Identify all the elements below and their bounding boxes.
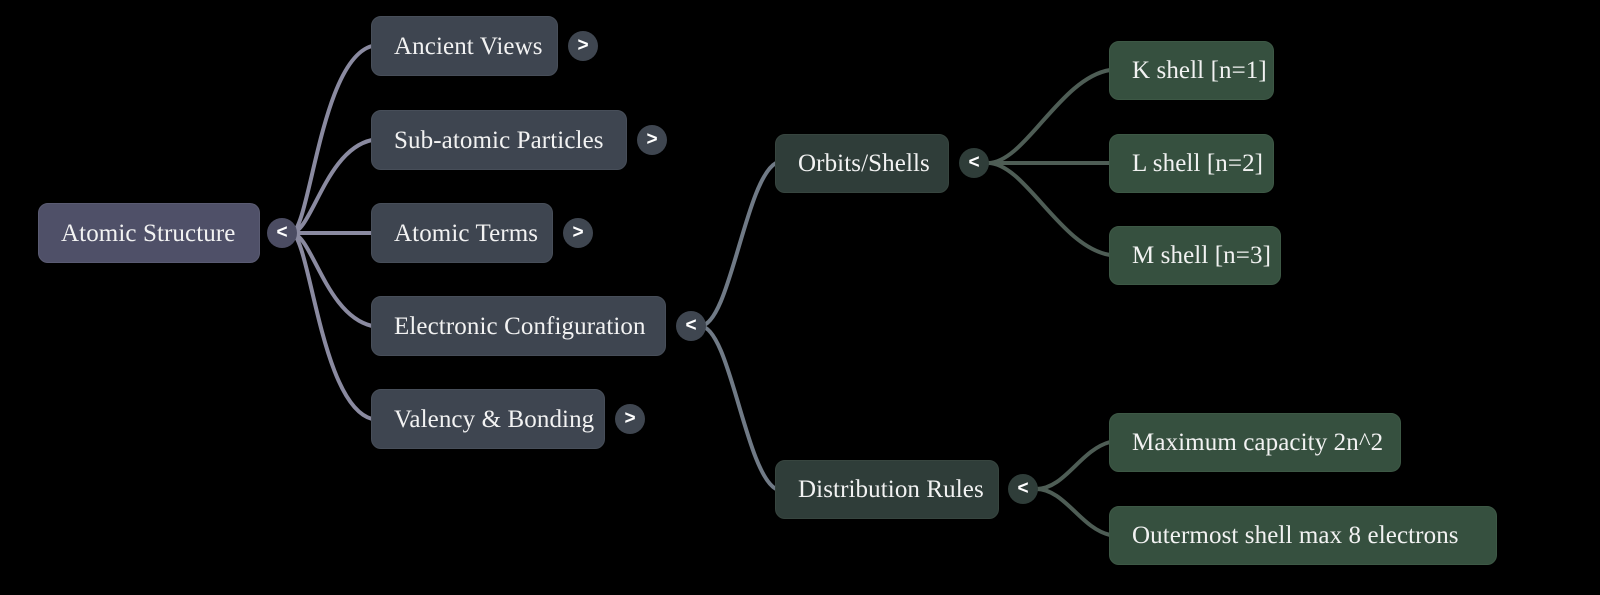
toggle-distribution-rules[interactable]: < bbox=[1008, 474, 1038, 504]
toggle-sub-atomic-particles[interactable]: > bbox=[637, 125, 667, 155]
node-distribution-rules[interactable]: Distribution Rules bbox=[775, 460, 999, 519]
edge-root-valency-bonding bbox=[289, 231, 374, 421]
edge-distribution-outermost bbox=[1034, 487, 1112, 537]
toggle-atomic-terms-glyph: > bbox=[572, 221, 584, 243]
node-distribution-rules-label: Distribution Rules bbox=[798, 476, 984, 503]
toggle-electronic-configuration-glyph: < bbox=[685, 314, 697, 336]
node-root-label: Atomic Structure bbox=[61, 219, 236, 247]
edge-root-ancient-views bbox=[289, 44, 374, 235]
edge-ec-orbits-shells bbox=[698, 161, 778, 328]
node-electronic-configuration-label: Electronic Configuration bbox=[394, 312, 646, 340]
toggle-valency-bonding[interactable]: > bbox=[615, 404, 645, 434]
node-valency-bonding-label: Valency & Bonding bbox=[394, 405, 595, 433]
toggle-root[interactable]: < bbox=[267, 218, 297, 248]
node-orbits-shells-label: Orbits/Shells bbox=[798, 150, 930, 177]
node-maximum-capacity-label: Maximum capacity 2n^2 bbox=[1132, 429, 1384, 456]
node-electronic-configuration[interactable]: Electronic Configuration bbox=[371, 296, 666, 356]
node-atomic-terms[interactable]: Atomic Terms bbox=[371, 203, 553, 263]
toggle-distribution-rules-glyph: < bbox=[1017, 477, 1029, 499]
node-outermost-shell[interactable]: Outermost shell max 8 electrons bbox=[1109, 506, 1497, 565]
node-sub-atomic-particles-label: Sub-atomic Particles bbox=[394, 126, 604, 154]
toggle-orbits-shells[interactable]: < bbox=[959, 148, 989, 178]
node-orbits-shells[interactable]: Orbits/Shells bbox=[775, 134, 949, 193]
edge-orbits-m-shell bbox=[986, 161, 1112, 257]
node-ancient-views[interactable]: Ancient Views bbox=[371, 16, 558, 76]
toggle-ancient-views-glyph: > bbox=[577, 34, 589, 56]
toggle-atomic-terms[interactable]: > bbox=[563, 218, 593, 248]
node-k-shell[interactable]: K shell [n=1] bbox=[1109, 41, 1274, 100]
toggle-root-glyph: < bbox=[276, 221, 288, 243]
node-valency-bonding[interactable]: Valency & Bonding bbox=[371, 389, 605, 449]
node-root[interactable]: Atomic Structure bbox=[38, 203, 260, 263]
edge-root-electronic-config bbox=[289, 231, 374, 328]
node-outermost-shell-label: Outermost shell max 8 electrons bbox=[1132, 522, 1459, 549]
edge-root-sub-atomic-particles bbox=[289, 138, 374, 235]
node-maximum-capacity[interactable]: Maximum capacity 2n^2 bbox=[1109, 413, 1401, 472]
node-m-shell-label: M shell [n=3] bbox=[1132, 242, 1271, 269]
edge-orbits-k-shell bbox=[986, 68, 1112, 165]
toggle-sub-atomic-particles-glyph: > bbox=[646, 128, 658, 150]
toggle-valency-bonding-glyph: > bbox=[624, 407, 636, 429]
edge-distribution-max-capacity bbox=[1034, 440, 1112, 491]
node-ancient-views-label: Ancient Views bbox=[394, 32, 543, 60]
node-atomic-terms-label: Atomic Terms bbox=[394, 219, 539, 247]
node-l-shell-label: L shell [n=2] bbox=[1132, 150, 1264, 177]
toggle-orbits-shells-glyph: < bbox=[968, 151, 980, 173]
toggle-electronic-configuration[interactable]: < bbox=[676, 311, 706, 341]
node-l-shell[interactable]: L shell [n=2] bbox=[1109, 134, 1274, 193]
edge-ec-distribution-rules bbox=[698, 324, 778, 491]
node-m-shell[interactable]: M shell [n=3] bbox=[1109, 226, 1281, 285]
toggle-ancient-views[interactable]: > bbox=[568, 31, 598, 61]
node-sub-atomic-particles[interactable]: Sub-atomic Particles bbox=[371, 110, 627, 170]
node-k-shell-label: K shell [n=1] bbox=[1132, 57, 1267, 84]
